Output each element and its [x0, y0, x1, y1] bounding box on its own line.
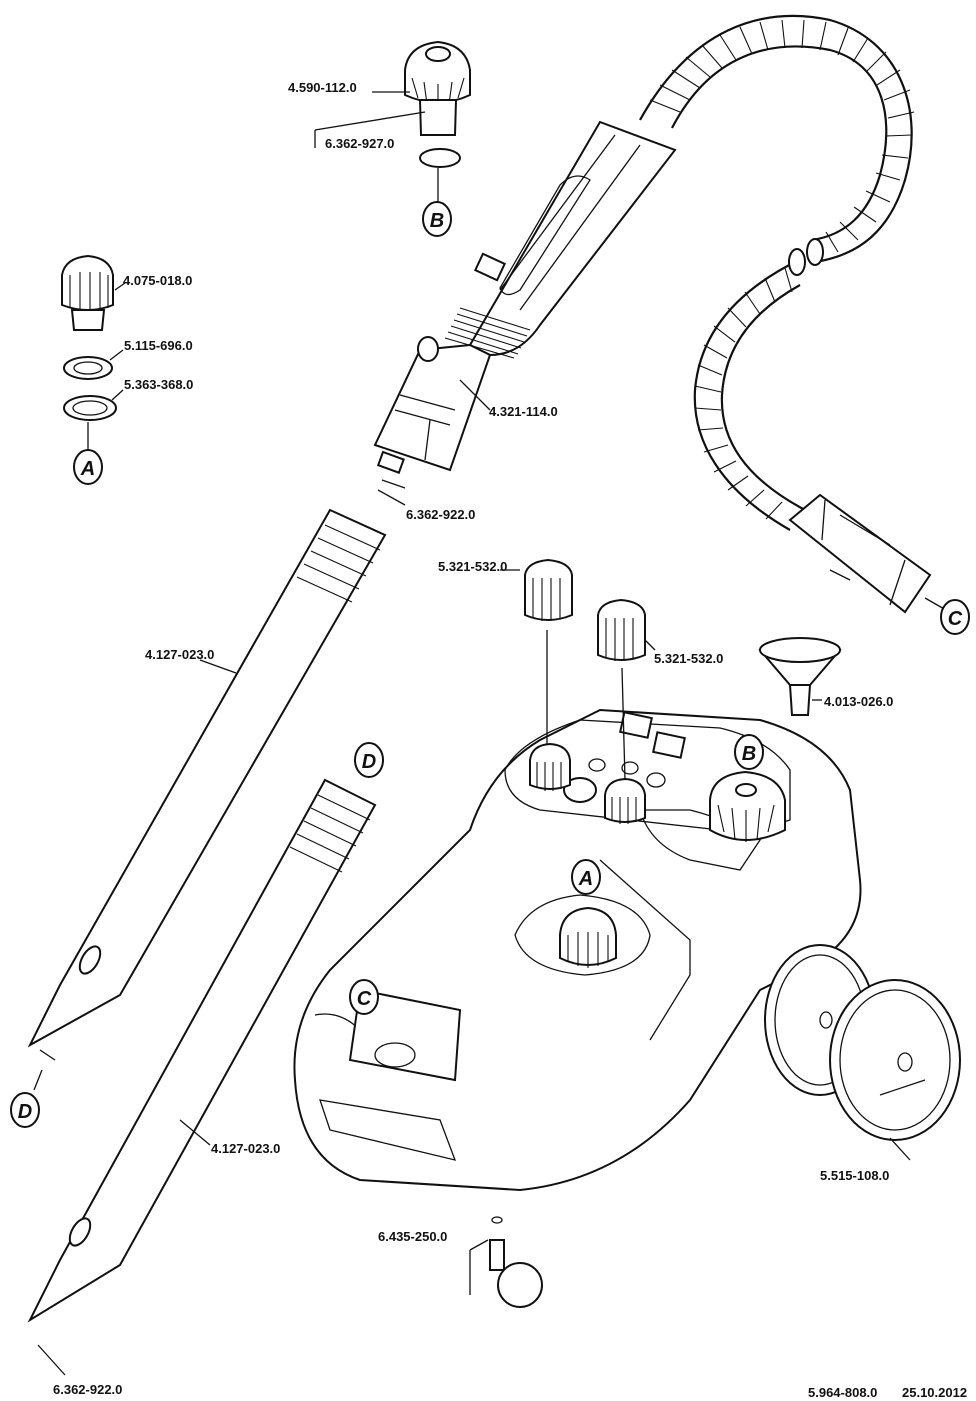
svg-text:A: A: [80, 458, 95, 480]
part-label: 4.321-114.0: [489, 404, 558, 419]
part-label: 6.362-922.0: [53, 1382, 122, 1397]
svg-text:D: D: [362, 751, 376, 773]
part-label: 4.127-023.0: [145, 647, 214, 662]
part-label: 6.362-927.0: [325, 136, 394, 151]
top-control-knob: [314, 40, 471, 202]
rear-wheels: [764, 944, 961, 1161]
part-label: 5.115-696.0: [124, 338, 193, 353]
part-label: 6.362-922.0: [406, 507, 475, 522]
callout-markers: B A C B D A C D: [10, 201, 970, 1128]
part-labels: 4.590-112.0 6.362-927.0 4.075-018.0 5.11…: [53, 80, 893, 1397]
extension-tube-upper: [27, 489, 406, 1091]
footer: 5.964-808.0 25.10.2012: [808, 1385, 967, 1400]
part-label: 4.013-026.0: [824, 694, 893, 709]
small-knob-assembly: [61, 254, 126, 450]
callout-c-hose: C: [940, 599, 970, 635]
callout-d-upper: D: [354, 742, 384, 778]
front-castor: [469, 1216, 543, 1308]
body-knobs: [529, 742, 786, 968]
svg-text:D: D: [18, 1101, 32, 1123]
steam-handle-gun: [373, 120, 677, 489]
callout-a-body: A: [571, 859, 601, 895]
callout-b-body: B: [734, 734, 764, 770]
document-date: 25.10.2012: [902, 1385, 967, 1400]
part-label: 6.435-250.0: [378, 1229, 447, 1244]
filling-funnel: [758, 637, 842, 716]
part-label: 4.127-023.0: [211, 1141, 280, 1156]
svg-text:C: C: [357, 988, 372, 1010]
svg-text:B: B: [430, 210, 444, 232]
extension-tube-lower: [27, 778, 377, 1376]
svg-text:A: A: [578, 868, 593, 890]
part-label: 5.321-532.0: [438, 559, 507, 574]
loose-caps: [500, 558, 656, 781]
callout-b-top: B: [422, 201, 452, 237]
svg-text:C: C: [948, 608, 963, 630]
document-number: 5.964-808.0: [808, 1385, 877, 1400]
part-label: 4.075-018.0: [123, 273, 192, 288]
callout-c-body: C: [349, 979, 379, 1015]
callout-d-lower: D: [10, 1092, 40, 1128]
part-label: 5.363-368.0: [124, 377, 193, 392]
part-label: 5.321-532.0: [654, 651, 723, 666]
svg-text:B: B: [742, 743, 756, 765]
callout-a-left: A: [73, 449, 103, 485]
part-label: 4.590-112.0: [288, 80, 357, 95]
steam-hose: [639, 14, 947, 614]
part-label: 5.515-108.0: [820, 1168, 889, 1183]
